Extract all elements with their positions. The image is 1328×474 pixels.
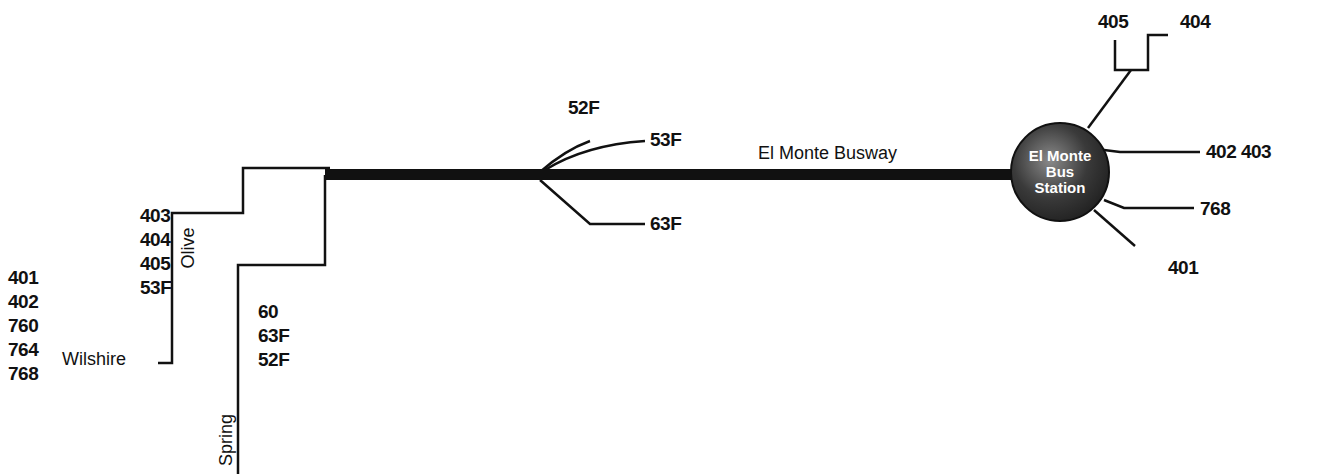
branch-402-403 [1104, 150, 1200, 152]
branch-401 [1094, 210, 1135, 246]
branch-405-404 [1115, 35, 1168, 70]
route-number: 768 [1200, 199, 1230, 218]
route-number: 768 [8, 364, 38, 383]
route-number: 63F [258, 326, 289, 345]
route-number: 52F [258, 350, 289, 369]
route-number: 404 [140, 230, 170, 249]
route-number: 764 [8, 340, 38, 359]
street-name: Olive [179, 227, 197, 268]
branch-53f [545, 141, 645, 170]
route-number: 405 [1098, 12, 1128, 31]
busway-bar [325, 169, 1017, 180]
route-number: 405 [140, 254, 170, 273]
spring-route [238, 175, 325, 474]
route-number: 53F [140, 278, 171, 297]
route-number: 402 [8, 292, 38, 311]
branch-63f [540, 180, 645, 224]
route-number: 53F [650, 130, 681, 149]
station-name: El Monte Bus Station [1027, 148, 1093, 195]
street-name: Spring [217, 414, 235, 466]
route-number: 402 403 [1206, 142, 1271, 161]
street-name: Wilshire [62, 350, 126, 368]
route-number: 52F [568, 98, 599, 117]
street-name: El Monte Busway [758, 144, 897, 162]
branch-768 [1104, 200, 1194, 208]
branch-405-404-stem [1088, 70, 1131, 128]
route-number: 760 [8, 316, 38, 335]
route-number: 60 [258, 302, 278, 321]
route-number: 404 [1180, 12, 1210, 31]
route-number: 63F [650, 214, 681, 233]
route-number: 401 [8, 268, 38, 287]
route-number: 401 [1168, 258, 1198, 277]
bus-station-circle: El Monte Bus Station [1010, 122, 1110, 222]
route-number: 403 [140, 206, 170, 225]
